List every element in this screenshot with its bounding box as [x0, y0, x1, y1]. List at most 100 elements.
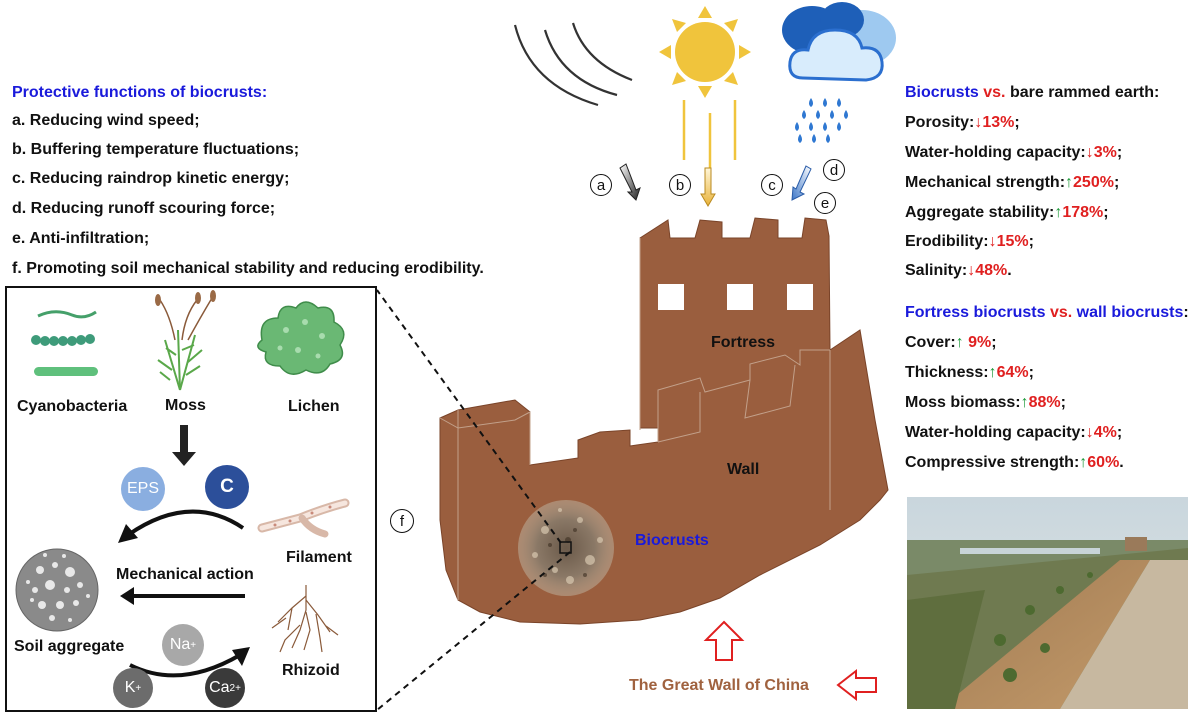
- marker-c-label: c: [768, 176, 776, 194]
- increase-arrow-icon: ↑: [1054, 204, 1063, 221]
- function-item-f: f. Promoting soil mechanical stability a…: [12, 260, 484, 277]
- comparison1-title-b: bare rammed earth:: [1009, 84, 1160, 101]
- marker-e-label: e: [820, 194, 830, 212]
- comparison2-row: Moss biomass:↑88%;: [905, 394, 1066, 412]
- marker-e: e: [814, 192, 836, 214]
- row-punct: .: [1007, 262, 1012, 279]
- filament-icon: [257, 498, 350, 538]
- sodium-charge: +: [190, 639, 197, 651]
- potassium-ion-badge: K+: [113, 668, 153, 708]
- row-value: 250%: [1073, 174, 1114, 191]
- marker-f-label: f: [399, 512, 405, 530]
- row-value: 13%: [982, 114, 1015, 131]
- increase-arrow-icon: ↑: [988, 364, 997, 381]
- curved-arrow-icon: [118, 509, 245, 543]
- fortress-label: Fortress: [711, 334, 776, 351]
- rhizoid-icon: [271, 585, 339, 653]
- row-label: Water-holding capacity:: [905, 144, 1086, 161]
- rain-icon: [795, 98, 848, 143]
- row-punct: ;: [991, 334, 997, 351]
- left-arrow-icon: [120, 587, 245, 605]
- row-label: Thickness:: [905, 364, 989, 381]
- calcium-charge: 2+: [229, 682, 241, 694]
- marker-f: f: [390, 509, 414, 533]
- comparison1-row: Water-holding capacity:↓3%;: [905, 144, 1122, 162]
- row-label: Erodibility:: [905, 233, 989, 250]
- row-value: 48%: [975, 262, 1008, 279]
- function-item-b: b. Buffering temperature fluctuations;: [12, 141, 300, 158]
- comparison1-title-a: Biocrusts: [905, 84, 979, 101]
- eps-label: EPS: [126, 480, 159, 497]
- arrow-b-icon: [700, 167, 716, 207]
- left-outline-arrow-icon: [836, 668, 877, 702]
- sodium-ion-badge: Na+: [162, 624, 204, 666]
- comparison2-row: Compressive strength:↑60%.: [905, 454, 1124, 472]
- row-value: 3%: [1093, 144, 1117, 161]
- row-punct: ;: [1113, 174, 1120, 191]
- wind-icon: [513, 22, 633, 107]
- soil-aggregate-icon: [15, 548, 99, 632]
- row-punct: ;: [1014, 114, 1020, 131]
- row-label: Water-holding capacity:: [905, 424, 1086, 441]
- up-outline-arrow-icon: [703, 620, 745, 661]
- marker-d: d: [823, 159, 845, 181]
- marker-a: a: [590, 174, 612, 196]
- carbon-label: C: [220, 476, 234, 497]
- potassium-charge: +: [135, 682, 142, 694]
- row-label: Compressive strength:: [905, 454, 1080, 471]
- comparison1-row: Erodibility:↓15%;: [905, 233, 1034, 251]
- potassium-label: K: [124, 679, 136, 696]
- row-value: 4%: [1093, 424, 1117, 441]
- eps-badge: EPS: [121, 467, 165, 511]
- cloud-icon: [782, 2, 896, 82]
- function-item-c: c. Reducing raindrop kinetic energy;: [12, 170, 290, 187]
- filament-label: Filament: [286, 549, 352, 566]
- decrease-arrow-icon: ↓: [988, 233, 997, 250]
- row-punct: ;: [1060, 394, 1066, 411]
- row-value: 60%: [1087, 454, 1120, 471]
- row-label: Mechanical strength:: [905, 174, 1066, 191]
- comparison2-title-vs: vs.: [1049, 304, 1073, 321]
- row-label: Cover:: [905, 334, 956, 351]
- comparison1-row: Aggregate stability:↑178%;: [905, 204, 1109, 222]
- biocrusts-label: Biocrusts: [635, 532, 709, 549]
- comparison2-title-a: Fortress biocrusts: [905, 304, 1046, 321]
- row-value: 15%: [996, 233, 1029, 250]
- sodium-label: Na: [169, 636, 191, 653]
- lichen-label: Lichen: [288, 398, 340, 415]
- inset-frame: [5, 286, 377, 712]
- increase-arrow-icon: ↑: [955, 334, 964, 351]
- great-wall-photo: [907, 497, 1188, 709]
- function-item-e: e. Anti-infiltration;: [12, 230, 150, 247]
- down-arrow-icon: [172, 425, 196, 466]
- cyanobacteria-icon: [31, 310, 98, 376]
- comparison1-row: Mechanical strength:↑250%;: [905, 174, 1119, 192]
- row-punct: ;: [1103, 204, 1109, 221]
- zoom-lines: [376, 289, 571, 711]
- decrease-arrow-icon: ↓: [974, 114, 983, 131]
- comparison1-title: Biocrusts vs. bare rammed earth:: [905, 84, 1159, 102]
- comparison1-title-vs: vs.: [983, 84, 1006, 101]
- calcium-label: Ca: [209, 679, 230, 696]
- row-label: Salinity:: [905, 262, 968, 279]
- functions-title: Protective functions of biocrusts:: [12, 84, 268, 101]
- biocrust-patch: [518, 500, 614, 596]
- increase-arrow-icon: ↑: [1065, 174, 1074, 191]
- decrease-arrow-icon: ↓: [1085, 424, 1094, 441]
- marker-a-label: a: [596, 176, 606, 194]
- row-punct: ;: [1116, 424, 1123, 441]
- comparison2-title: Fortress biocrusts vs. wall biocrusts:: [905, 304, 1189, 322]
- comparison1-row: Porosity:↓13%;: [905, 114, 1020, 132]
- increase-arrow-icon: ↑: [1079, 454, 1088, 471]
- row-label: Moss biomass:: [905, 394, 1021, 411]
- function-item-d: d. Reducing runoff scouring force;: [12, 200, 276, 217]
- comparison2-title-end: :: [1183, 304, 1189, 321]
- comparison2-row: Water-holding capacity:↓4%;: [905, 424, 1122, 442]
- great-wall-caption: The Great Wall of China: [629, 677, 809, 694]
- row-value: 88%: [1028, 394, 1061, 411]
- rhizoid-label: Rhizoid: [282, 662, 340, 679]
- row-value: 9%: [963, 334, 992, 351]
- wall-label: Wall: [727, 461, 760, 478]
